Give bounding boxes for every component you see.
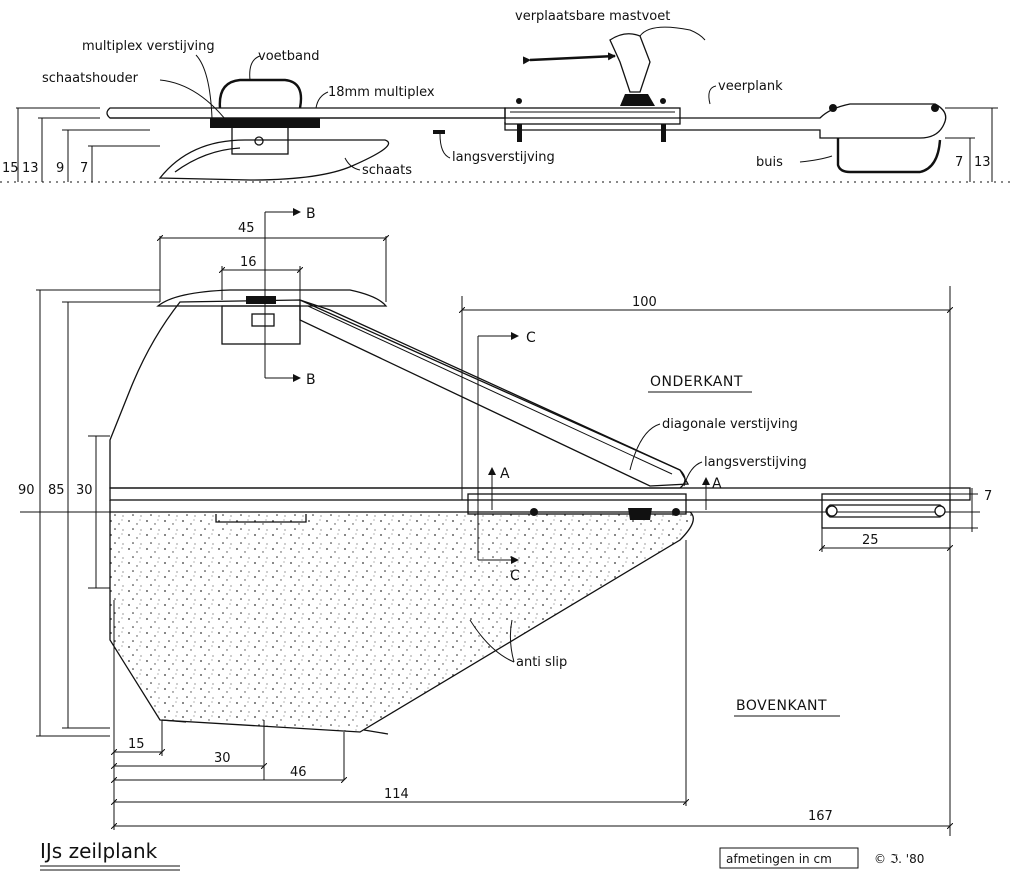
dim-100: 100 [632, 295, 657, 310]
side-dims-left [16, 107, 160, 182]
top-plate [156, 289, 388, 307]
label-plywood: 18mm multiplex [328, 85, 435, 100]
dim-16-lines [222, 266, 300, 300]
dim-right-7: 7 [955, 155, 963, 170]
label-longitudinal-side: langsverstijving [452, 150, 555, 165]
bolt [661, 124, 666, 142]
diagonal-stiffener [299, 298, 690, 487]
label-diagonal: diagonale verstijving [662, 417, 798, 432]
label-plywood-stiffening: multiplex verstijving [82, 39, 215, 54]
dim-46: 46 [290, 765, 307, 780]
mast-track [467, 493, 687, 515]
plywood-stiffening [210, 118, 320, 128]
dim-15: 15 [2, 161, 19, 176]
plywood-deck [106, 107, 506, 119]
section-c-bottom: C [510, 568, 520, 584]
section-a-left: A [500, 466, 510, 482]
label-underside: ONDERKANT [650, 374, 743, 390]
units-box [719, 847, 859, 869]
plan-view: B B C C A A ONDERKANT BOVENKANT diagonal… [18, 206, 992, 836]
label-anti-slip: anti slip [516, 655, 567, 670]
section-a-right: A [712, 476, 722, 492]
bolt [517, 124, 522, 142]
label-spring-board: veerplank [718, 79, 783, 94]
board-lower-antislip [109, 500, 694, 733]
label-longitudinal-plan: langsverstijving [704, 455, 807, 470]
dim-7: 7 [80, 161, 88, 176]
mastfoot-plate [504, 107, 681, 125]
label-skate-holder: schaatshouder [42, 71, 139, 86]
section-b-bottom: B [306, 372, 316, 388]
drawing-title: IJs zeilplank [40, 839, 158, 863]
dim-90: 90 [18, 483, 35, 498]
dim-167: 167 [808, 809, 833, 824]
side-view: verplaatsbare mastvoet multiplex verstij… [0, 9, 1010, 183]
dim-9: 9 [56, 161, 64, 176]
tail-plate [821, 493, 951, 529]
dim-85: 85 [48, 483, 65, 498]
dim-25-lines [822, 528, 950, 552]
holder-plate [221, 305, 301, 345]
mastfoot-joint [609, 33, 651, 93]
skate [158, 139, 390, 181]
dim-right-13: 13 [974, 155, 991, 170]
dim-7-lines [950, 488, 978, 532]
footstrap [218, 78, 303, 109]
dim-45-lines [160, 236, 386, 302]
dim-vertical-lines [36, 289, 160, 737]
dim-15-horizontal: 15 [128, 737, 145, 752]
movement-arrow [522, 52, 616, 65]
dim-114: 114 [384, 787, 409, 802]
section-b-top: B [306, 206, 316, 222]
holder-bolt [254, 136, 264, 146]
board-upper [109, 299, 686, 489]
dim-30-horizontal: 30 [214, 751, 231, 766]
tail-slot [825, 504, 945, 518]
label-skate: schaats [362, 163, 412, 178]
dim-bottom-lines [114, 540, 950, 830]
dim-45: 45 [238, 221, 255, 236]
copyright-note: © ℑ. '80 [874, 852, 924, 866]
label-mastfoot: verplaatsbare mastvoet [515, 9, 670, 24]
label-tube: buis [756, 155, 783, 170]
side-dims-right [945, 107, 998, 182]
dim-100-lines [462, 286, 950, 836]
tube [836, 138, 942, 174]
dim-13: 13 [22, 161, 39, 176]
dim-16: 16 [240, 255, 257, 270]
dim-25: 25 [862, 533, 879, 548]
section-c-top: C [526, 330, 536, 346]
footstrap-slot [215, 514, 307, 523]
units-note: afmetingen in cm [726, 852, 832, 866]
label-topside: BOVENKANT [736, 698, 827, 714]
dim-7-right: 7 [984, 489, 992, 504]
label-footstrap: voetband [258, 49, 319, 64]
dim-30-vertical: 30 [76, 483, 93, 498]
